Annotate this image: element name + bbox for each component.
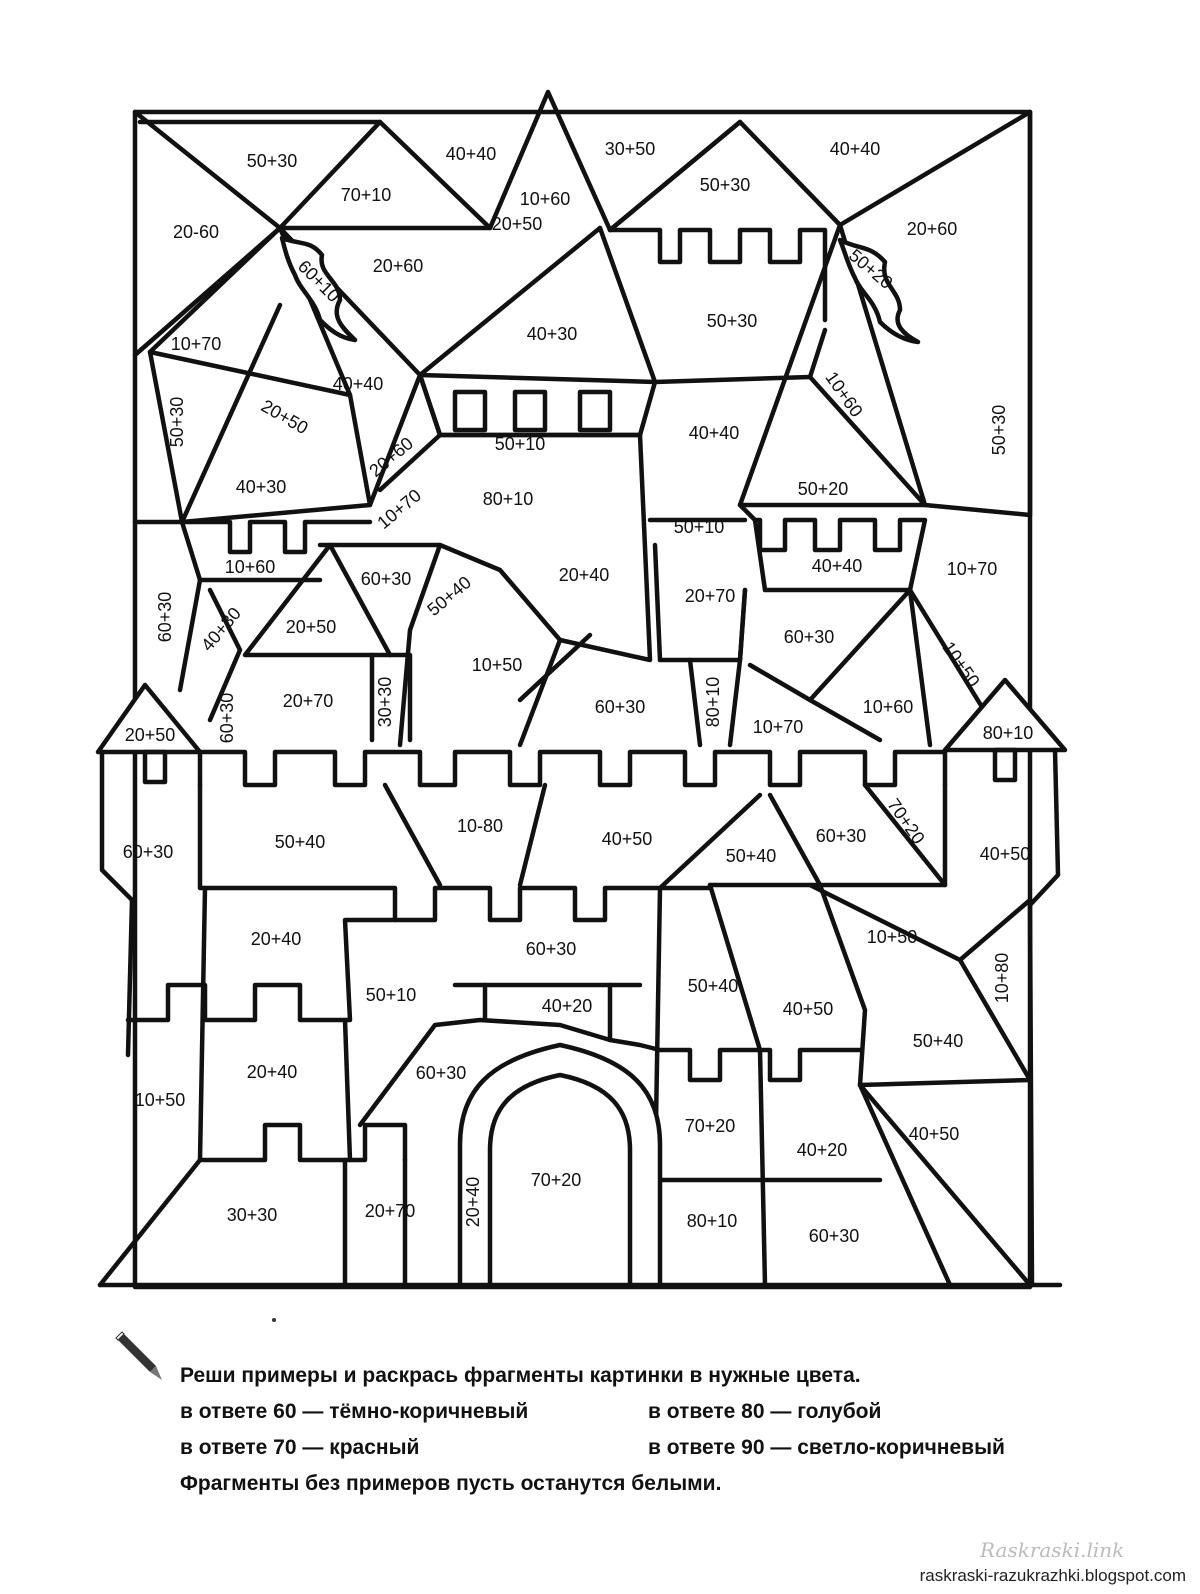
- example-label: 50+30: [167, 397, 187, 448]
- watermark: Raskraski.link: [980, 1538, 1125, 1562]
- example-label: 40+40: [333, 374, 384, 394]
- example-label: 20+40: [251, 929, 302, 949]
- right-banner: [837, 237, 921, 345]
- example-label: 10+60: [520, 189, 571, 209]
- example-label: 50+30: [707, 311, 758, 331]
- castle-door: [457, 1042, 663, 1288]
- pencil-icon: [115, 1331, 162, 1380]
- central-tower: [417, 227, 828, 438]
- example-label: 20+50: [125, 725, 176, 745]
- example-label: 20-60: [173, 222, 219, 242]
- color-key-80: в ответе 80 — голубой: [648, 1400, 882, 1423]
- color-key-70: в ответе 70 — красный: [180, 1436, 420, 1459]
- example-label: 10+70: [171, 334, 222, 354]
- instruction-main: Реши примеры и раскрась фрагменты картин…: [180, 1364, 861, 1387]
- stray-dot: [272, 1318, 276, 1322]
- example-label: 10+80: [992, 953, 1012, 1004]
- example-label: 10+60: [863, 697, 914, 717]
- left-banner: [279, 235, 358, 343]
- example-label: 60+30: [809, 1226, 860, 1246]
- example-label: 10+50: [135, 1090, 186, 1110]
- lower-castle: [97, 882, 1033, 1288]
- example-label: 50+40: [688, 976, 739, 996]
- example-label: 20+70: [685, 586, 736, 606]
- example-label: 80+10: [983, 723, 1034, 743]
- example-label: 60+30: [416, 1063, 467, 1083]
- instructions: Реши примеры и раскрась фрагменты картин…: [180, 1358, 1120, 1502]
- color-key-row-1: в ответе 60 — тёмно-коричневый в ответе …: [180, 1394, 1120, 1430]
- example-label: 50+30: [700, 175, 751, 195]
- example-label: 70+20: [531, 1170, 582, 1190]
- example-label: 50+40: [913, 1031, 964, 1051]
- example-label: 10+50: [472, 655, 523, 675]
- example-label: 50+30: [989, 405, 1009, 456]
- example-label: 40+50: [980, 844, 1031, 864]
- example-label: 30+30: [227, 1205, 278, 1225]
- example-label: 10-80: [457, 816, 503, 836]
- example-label: 30+50: [605, 139, 656, 159]
- color-key-60: в ответе 60 — тёмно-коричневый: [180, 1400, 529, 1423]
- instruction-footer: Фрагменты без примеров пусть останутся б…: [180, 1472, 722, 1495]
- example-label: 20+50: [286, 617, 337, 637]
- example-label: 40+30: [527, 324, 578, 344]
- color-key-row-2: в ответе 70 — красный в ответе 90 — свет…: [180, 1430, 1120, 1466]
- example-label: 60+30: [816, 826, 867, 846]
- example-label: 20+60: [907, 219, 958, 239]
- example-label: 70+10: [341, 185, 392, 205]
- example-label: 40+40: [446, 144, 497, 164]
- example-label: 80+10: [703, 677, 723, 728]
- example-label: 20+60: [373, 256, 424, 276]
- example-label: 60+30: [595, 697, 646, 717]
- example-label: 50+10: [495, 434, 546, 454]
- right-tower: [517, 502, 993, 748]
- example-label: 40+40: [812, 556, 863, 576]
- example-label: 40+30: [236, 477, 287, 497]
- example-label: 40+50: [602, 829, 653, 849]
- corner-towers: [95, 677, 1068, 1288]
- example-label: 60+30: [217, 693, 237, 744]
- example-label: 50+30: [247, 151, 298, 171]
- example-label: 60+30: [123, 842, 174, 862]
- example-label: 50+10: [366, 985, 417, 1005]
- example-label: 10+70: [947, 559, 998, 579]
- example-label: 60+30: [784, 627, 835, 647]
- example-label: 40+20: [542, 996, 593, 1016]
- example-label: 50+40: [726, 846, 777, 866]
- left-tower: [177, 432, 653, 748]
- example-label: 50+20: [798, 479, 849, 499]
- example-label: 60+30: [526, 939, 577, 959]
- example-label: 60+30: [361, 569, 412, 589]
- example-label: 20+40: [247, 1062, 298, 1082]
- example-label: 20+40: [463, 1177, 483, 1228]
- example-label: 70+20: [685, 1116, 736, 1136]
- example-label: 80+10: [687, 1211, 738, 1231]
- example-label: 60+30: [155, 592, 175, 643]
- example-label: 20+70: [283, 691, 334, 711]
- example-label: 10+50: [867, 927, 918, 947]
- example-label: 40+50: [909, 1124, 960, 1144]
- example-label: 20+40: [559, 565, 610, 585]
- example-label: 40+50: [783, 999, 834, 1019]
- example-label: 30+30: [375, 677, 395, 728]
- example-label: 20+70: [365, 1201, 416, 1221]
- site-credit: raskraski-razukrazhki.blogspot.com: [919, 1566, 1186, 1585]
- example-label: 40+40: [830, 139, 881, 159]
- example-label: 10+70: [753, 717, 804, 737]
- example-label: 50+40: [275, 832, 326, 852]
- example-label: 10+60: [225, 557, 276, 577]
- example-label: 40+40: [689, 423, 740, 443]
- color-key-90: в ответе 90 — светло-коричневый: [648, 1436, 1005, 1459]
- example-label: 80+10: [483, 489, 534, 509]
- example-label: 20+50: [492, 214, 543, 234]
- example-label: 50+10: [674, 517, 725, 537]
- example-label: 40+20: [797, 1140, 848, 1160]
